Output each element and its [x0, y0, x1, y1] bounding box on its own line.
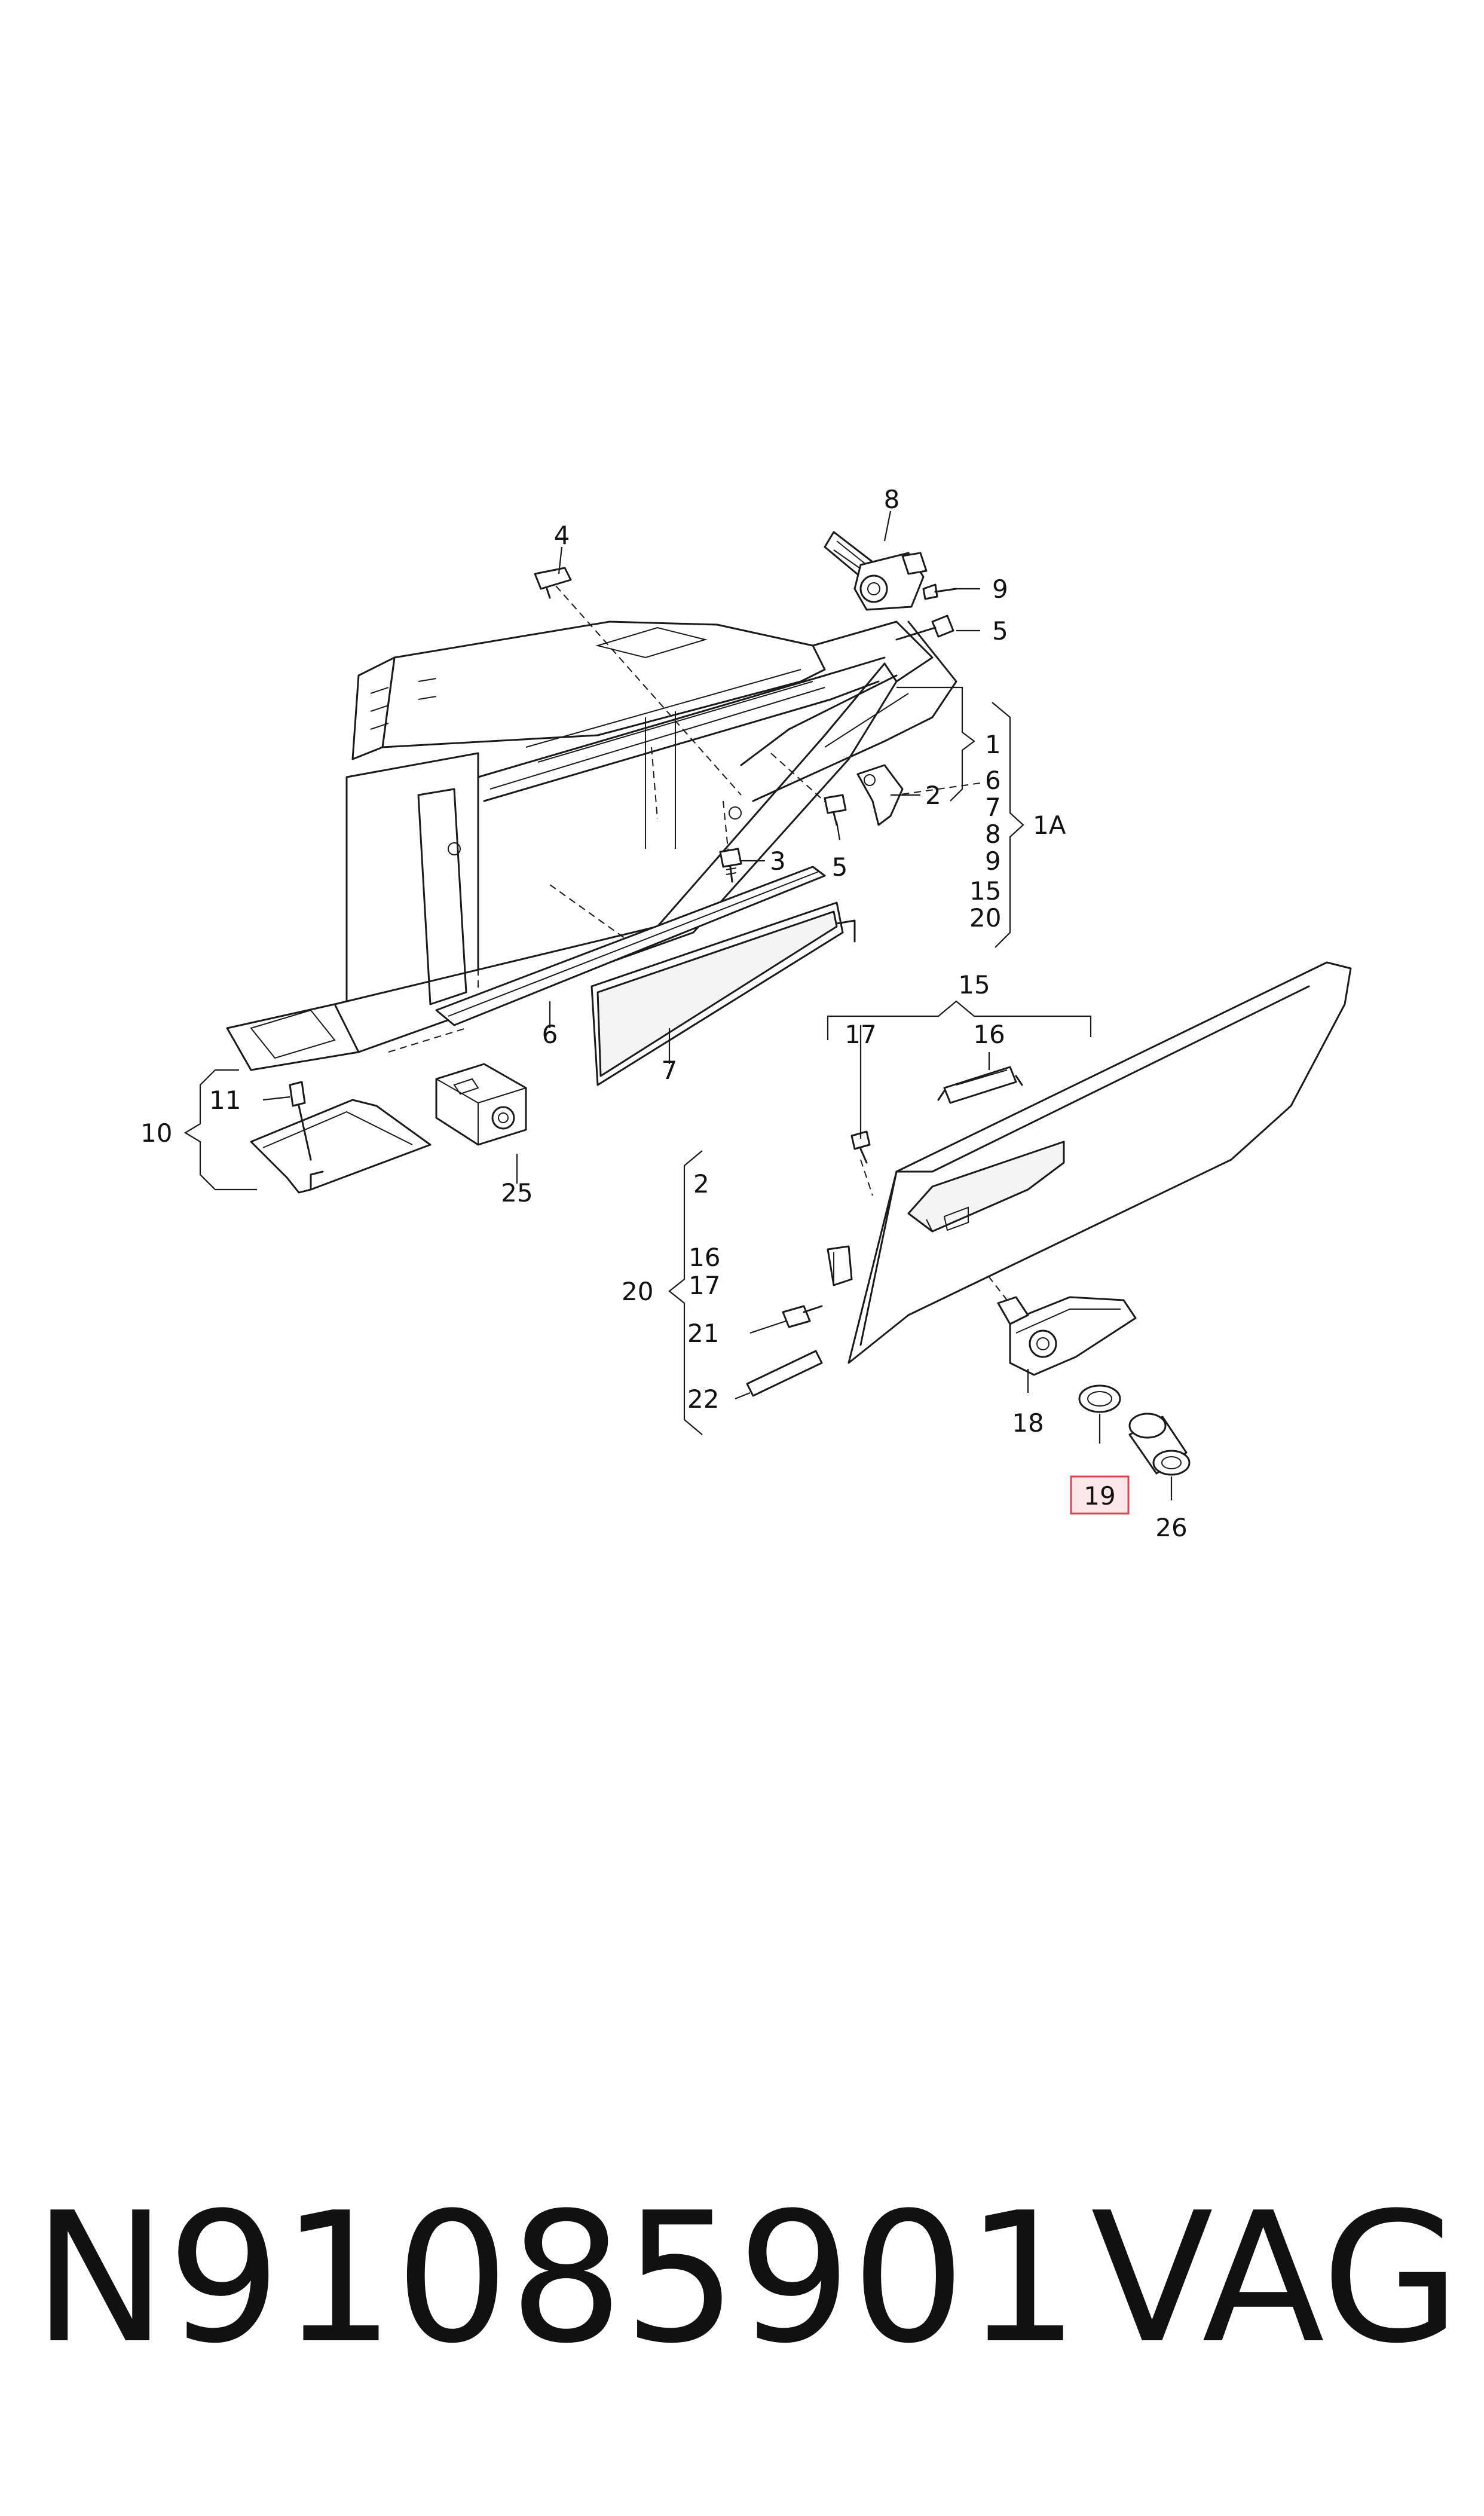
callout-10: 10 — [140, 1118, 172, 1148]
pin-part-22 — [746, 1350, 823, 1397]
screw-part-9 — [922, 583, 957, 600]
callout-16: 16 — [973, 1020, 1005, 1049]
callout-5-mid: 5 — [832, 852, 848, 882]
part-number: N91085901 — [33, 2174, 1079, 2383]
callout-15: 15 — [958, 970, 990, 999]
callout-1: 1 — [985, 730, 1001, 759]
callout-7-list: 7 — [985, 793, 1001, 822]
callout-25: 25 — [501, 1178, 533, 1207]
brand-name: VAG — [1091, 2174, 1460, 2383]
callout-labels: 4 8 9 5 2 5 3 1 6 7 8 9 15 20 1A 6 7 25 … — [140, 485, 1188, 1542]
hinge-bracket — [827, 1245, 853, 1286]
callout-2-top: 2 — [925, 781, 941, 810]
callout-17-list: 17 — [689, 1271, 720, 1300]
callout-20-list: 20 — [969, 903, 1001, 933]
callout-20: 20 — [622, 1277, 653, 1306]
glove-box-housing — [226, 620, 957, 1071]
callout-16-list: 16 — [689, 1243, 720, 1272]
cap-part-21 — [782, 1305, 823, 1328]
callout-6: 6 — [542, 1020, 558, 1049]
screw-part-3 — [719, 848, 742, 883]
callout-5-top: 5 — [992, 616, 1008, 646]
callout-4: 4 — [554, 521, 570, 550]
screw-part-17 — [850, 1130, 871, 1164]
clip-part-11 — [289, 1081, 312, 1161]
callout-17: 17 — [844, 1020, 876, 1049]
callout-3: 3 — [770, 846, 786, 876]
callout-6-list: 6 — [985, 766, 1001, 795]
callout-11: 11 — [209, 1086, 241, 1115]
callout-18: 18 — [1012, 1408, 1044, 1438]
screw-part-5-lower — [824, 794, 847, 826]
callout-8-top: 8 — [884, 485, 900, 514]
callout-7: 7 — [662, 1056, 678, 1085]
callout-9-top: 9 — [992, 574, 1008, 604]
callout-22: 22 — [687, 1384, 719, 1414]
bracket-part-10 — [250, 1099, 432, 1194]
callout-19-highlight — [1070, 1475, 1130, 1515]
leader-lines — [183, 510, 1173, 1500]
callout-9-list: 9 — [985, 846, 1001, 876]
seal-ring-part-19 — [1078, 1384, 1121, 1413]
cover-panel-part-7 — [590, 901, 856, 1086]
clip-part-4 — [534, 567, 572, 599]
sensor-part-8 — [824, 531, 928, 611]
screw-part-5-upper — [895, 615, 954, 641]
callout-15-list: 15 — [969, 876, 1001, 906]
switch-part-25 — [435, 1063, 527, 1146]
clip-part-16 — [937, 1066, 1023, 1104]
bracket-part-2 — [856, 764, 904, 826]
callout-26: 26 — [1155, 1513, 1187, 1542]
callout-19: 19 — [1084, 1481, 1115, 1511]
lock-housing-part-18 — [997, 1296, 1137, 1376]
callout-1A: 1A — [1033, 811, 1066, 840]
callout-21: 21 — [687, 1319, 719, 1348]
callout-8-list: 8 — [985, 820, 1001, 849]
glove-box-lid-part-15 — [847, 961, 1352, 1364]
callout-2-list: 2 — [693, 1169, 709, 1199]
trim-strip-part-6 — [435, 866, 826, 1026]
lock-cylinder-part-26 — [1128, 1413, 1191, 1476]
